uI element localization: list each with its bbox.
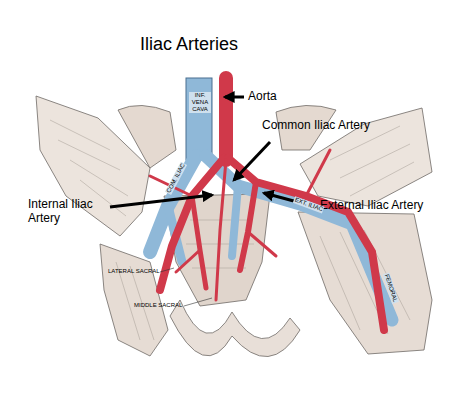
callout-label: Common Iliac Artery bbox=[262, 119, 370, 133]
figure-title: Iliac Arteries bbox=[140, 34, 238, 55]
callout-label: Internal Iliac Artery bbox=[28, 198, 112, 226]
vessel-name: INF. VENA CAVA bbox=[189, 92, 211, 113]
callout-arrows bbox=[110, 97, 316, 207]
vessel-name: LATERAL SACRAL bbox=[108, 268, 160, 275]
vessel-name: MIDDLE SACRAL bbox=[134, 302, 182, 309]
callout-label: External Iliac Artery bbox=[320, 199, 423, 213]
callout-label: Aorta bbox=[248, 90, 277, 104]
leader-lines bbox=[160, 268, 212, 306]
pelvis-muscles bbox=[36, 96, 432, 357]
